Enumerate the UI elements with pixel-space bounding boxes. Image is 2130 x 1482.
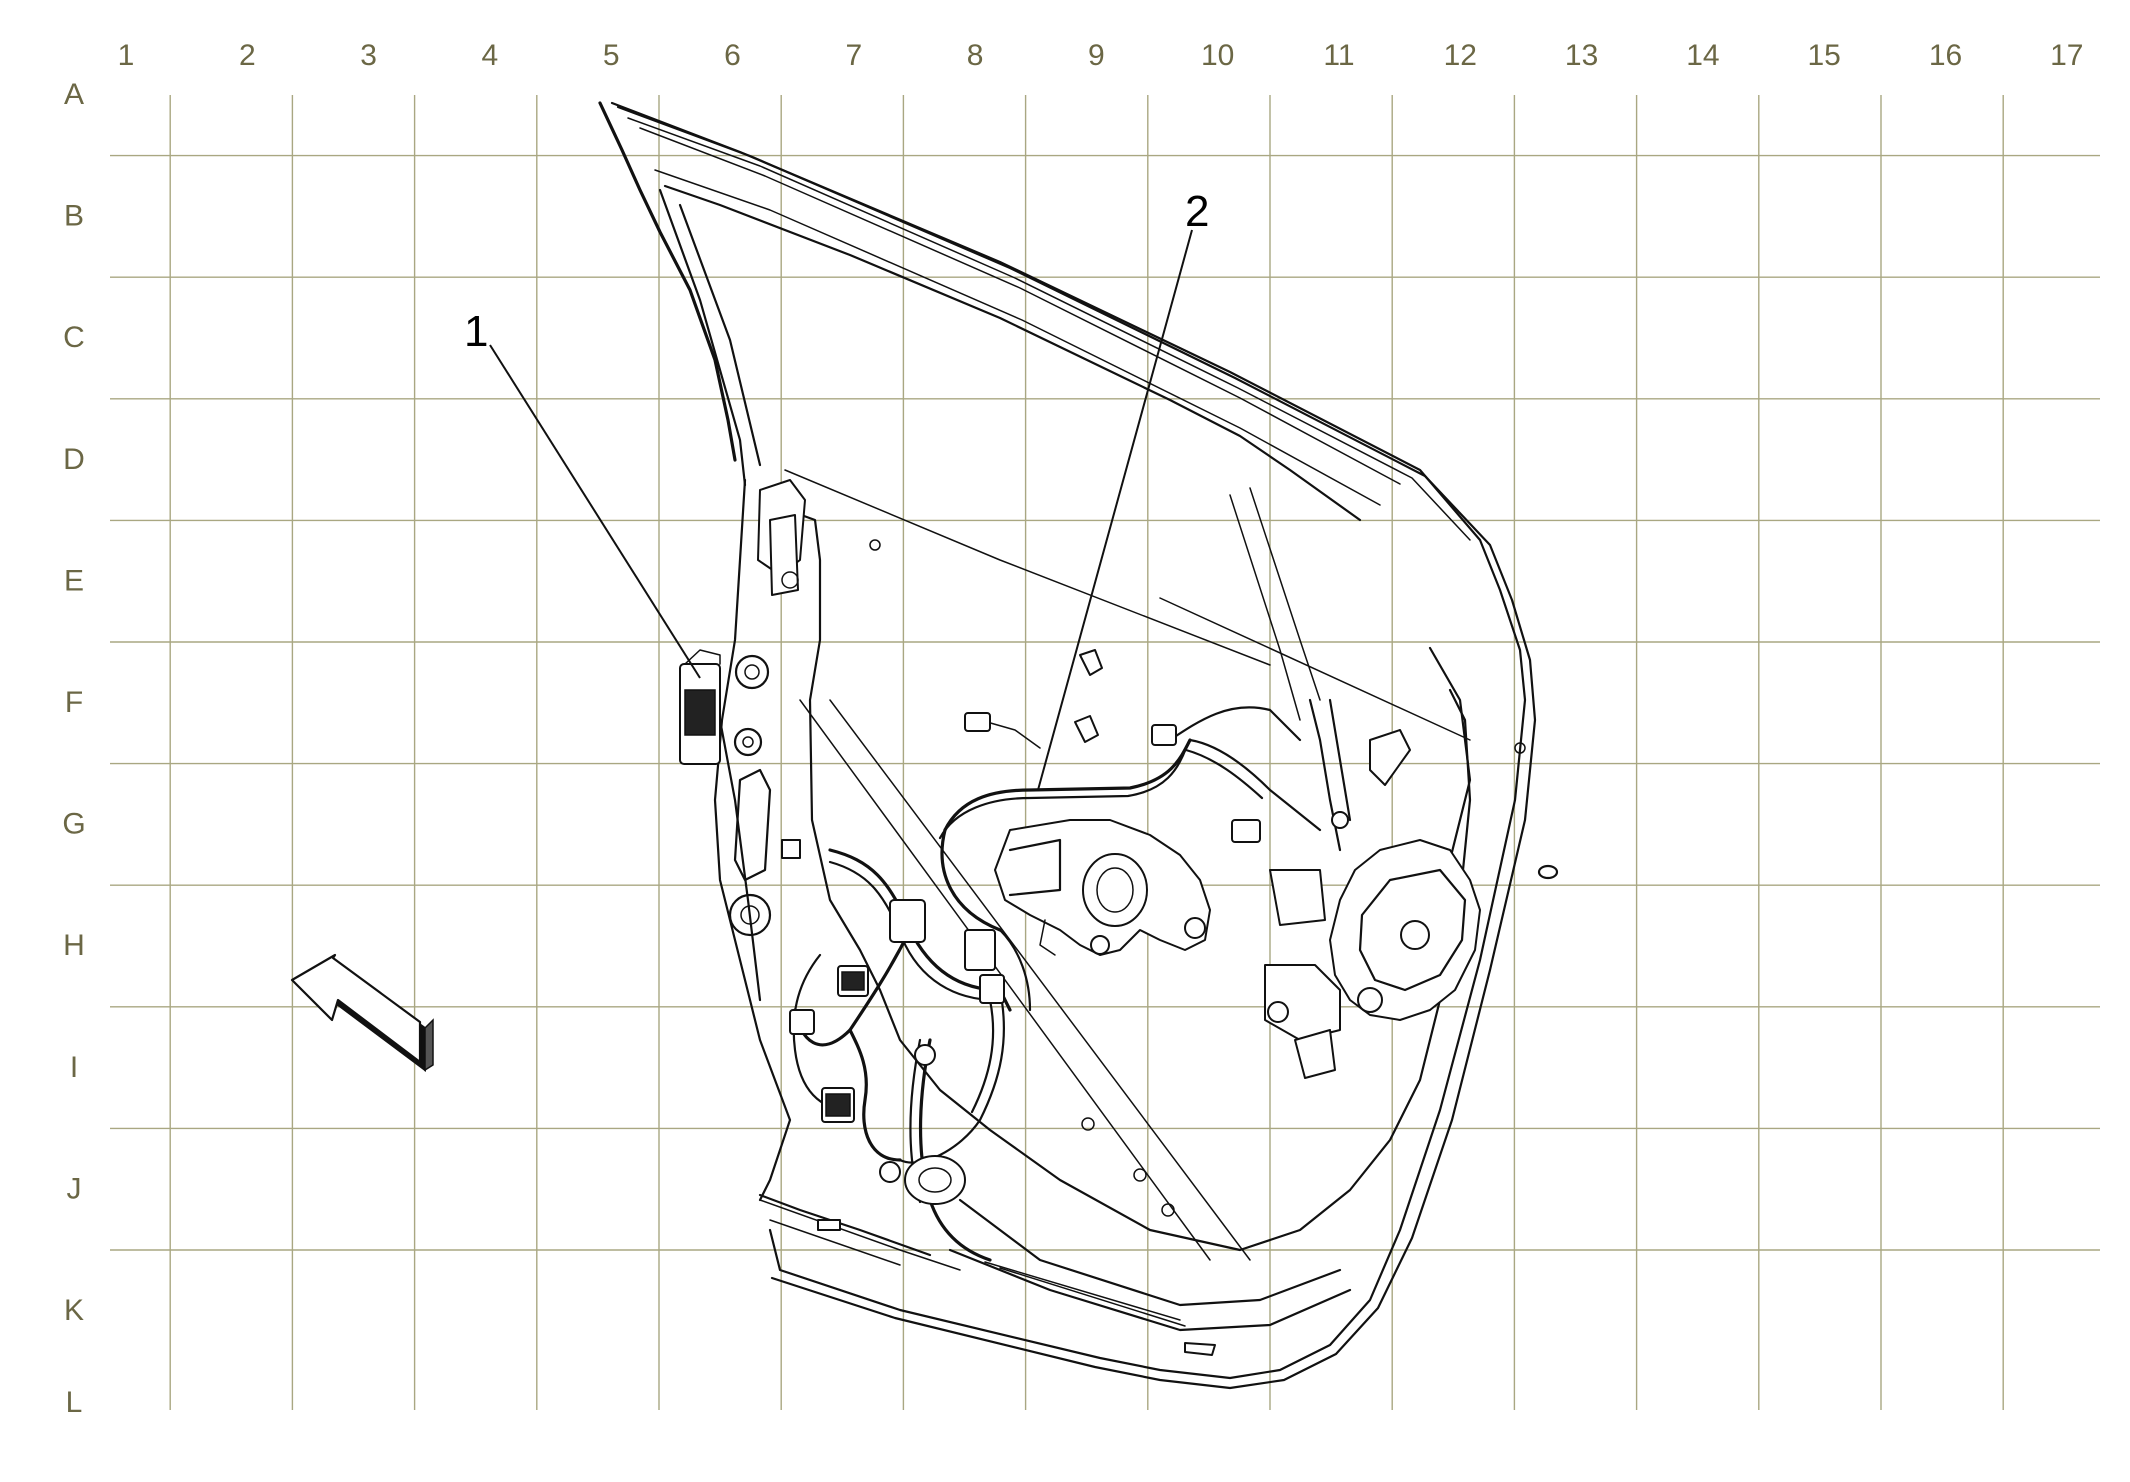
grid-column-label: 12 [1444,39,1477,72]
callout-2-label: 2 [1185,187,1209,236]
grid-column-label: 3 [360,39,377,72]
grid-row-label: J [67,1172,82,1205]
grid-row-label: F [65,686,83,719]
grid-row-label: H [63,929,85,962]
grid-row-label: I [70,1051,78,1084]
grid-row-label: K [64,1294,84,1327]
door-latch-assembly [1264,698,1481,1079]
grid-column-label: 1 [118,39,135,72]
forward-direction-arrow-icon [290,953,434,1072]
grid-row-label: B [64,200,84,233]
grid-column-label: 7 [845,39,862,72]
grid-column-label: 17 [2050,39,2083,72]
grid-column-label: 11 [1323,39,1354,72]
callout-1: 1 [464,307,701,679]
grid-column-label: 15 [1808,39,1841,72]
grid-column-label: 16 [1929,39,1962,72]
hinge-side-pillar [728,479,806,937]
grid-column-label: 5 [603,39,620,72]
rear-door-illustration [598,101,1559,1390]
door-bottom-sill [758,1193,1186,1327]
grid-row-label: E [64,564,84,597]
wiring-harness [792,706,1322,1262]
harness-connectors [789,649,1261,1123]
grid-row-label: L [66,1386,83,1419]
window-opening [658,184,1472,862]
grid-row-label: A [64,78,84,111]
grid-column-label: 8 [967,39,984,72]
window-regulator-motor [994,819,1211,956]
grid-column-label: 10 [1201,39,1234,72]
grid-row-label: C [63,321,85,354]
callout-1-label: 1 [464,307,488,356]
callout-2-leader [1037,229,1193,791]
door-outer-frame [598,101,1537,1390]
grid-row-label: D [63,443,85,476]
grid-column-label: 2 [239,39,256,72]
grid-row-labels: A B C D E F G H I J K L [62,78,85,1419]
callout-2: 2 [1037,187,1209,791]
harness-grommet [879,1044,966,1205]
reference-grid [110,95,2100,1410]
grid-row-label: G [62,808,85,841]
door-fasteners [869,539,1559,1356]
grid-column-label: 9 [1088,39,1105,72]
callout-1-leader [489,344,701,679]
grid-column-label: 13 [1565,39,1598,72]
hinge-pillar-connector [679,649,721,765]
grid-column-label: 14 [1686,39,1719,72]
grid-column-label: 6 [724,39,741,72]
grid-column-label: 4 [482,39,499,72]
